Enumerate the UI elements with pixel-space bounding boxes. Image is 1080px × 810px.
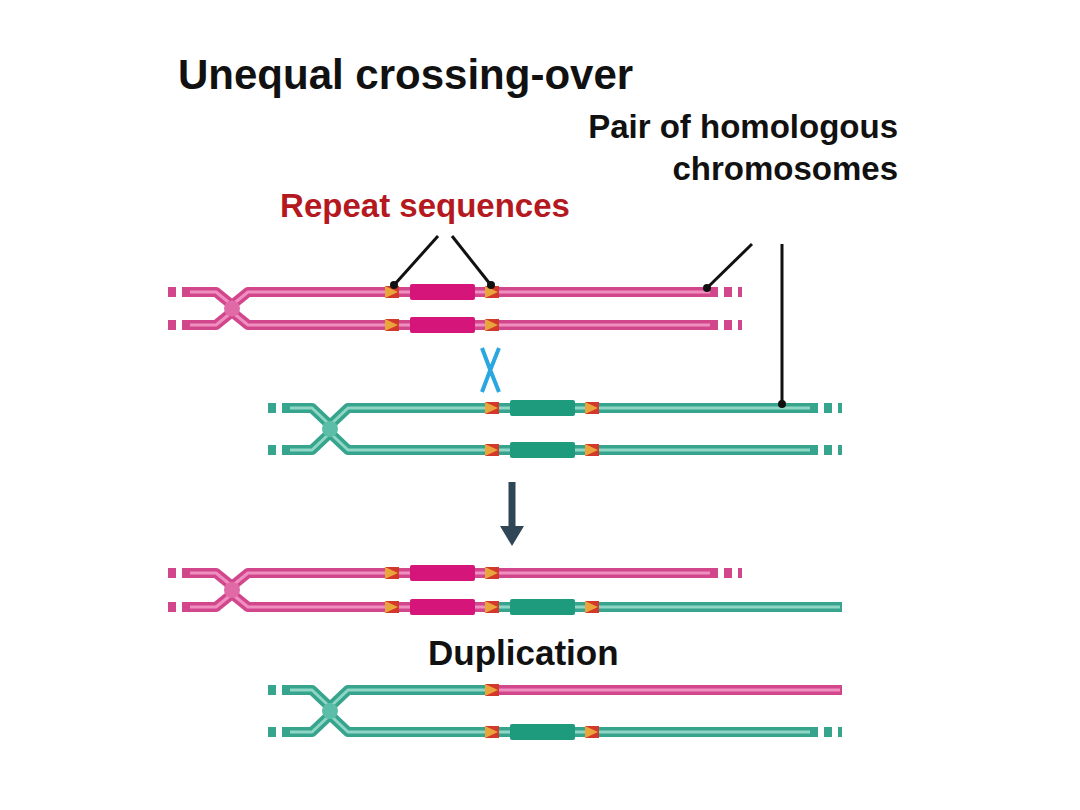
duplication-label: Duplication bbox=[428, 632, 619, 674]
chromosome-label: Pair of homologous chromosomes bbox=[588, 106, 898, 190]
diagram-title: Unequal crossing-over bbox=[178, 50, 633, 100]
repeat-label: Repeat sequences bbox=[255, 186, 595, 226]
